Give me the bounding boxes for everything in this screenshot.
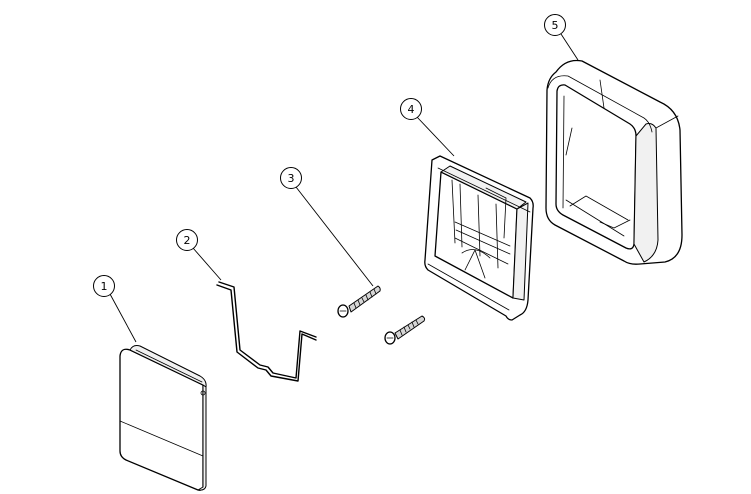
screw-lower	[384, 315, 426, 345]
balloon-4: 4	[400, 98, 455, 157]
balloon-4-label: 4	[408, 103, 415, 116]
balloon-2: 2	[176, 229, 222, 281]
part-5-outer-housing	[545, 59, 683, 265]
balloon-5: 5	[544, 14, 579, 61]
balloon-5-label: 5	[552, 19, 559, 32]
part-2-wire-bracket	[216, 281, 317, 382]
part-3-screws	[337, 285, 426, 345]
balloon-3: 3	[280, 167, 374, 287]
balloon-2-label: 2	[184, 234, 191, 247]
part-1-front-cover	[119, 345, 207, 491]
part-4-inner-frame	[424, 155, 534, 321]
balloon-3-label: 3	[288, 172, 295, 185]
screw-upper	[337, 285, 381, 318]
balloon-1-label: 1	[101, 280, 108, 293]
balloon-1: 1	[93, 275, 137, 343]
